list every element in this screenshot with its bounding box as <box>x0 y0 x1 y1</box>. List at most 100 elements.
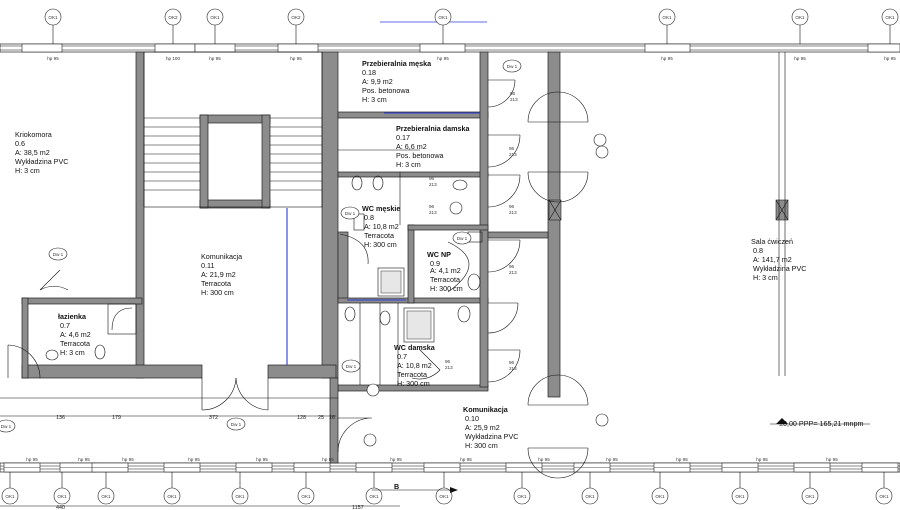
room-name: Kriokomora <box>15 130 52 139</box>
door-width: 96 <box>509 264 515 269</box>
window-tag: OK1 <box>210 15 220 20</box>
sill-height: hp 95 <box>676 457 688 462</box>
sill-height: hp 95 <box>756 457 768 462</box>
room-finish: Pos. betonowa <box>396 151 444 160</box>
door-height: 213 <box>445 365 453 370</box>
window-tag-circle <box>801 487 819 505</box>
window-tag-circle <box>231 487 249 505</box>
window-tag-circle <box>434 8 452 26</box>
window-tag: OK1 <box>735 494 745 499</box>
room-name: Sala ćwiczeń <box>751 237 793 246</box>
room-area: A: 10,8 m2 <box>364 222 399 231</box>
window-tag: OK1 <box>235 494 245 499</box>
svg-text:±0,00 PPP= 165,21 mnpm: ±0,00 PPP= 165,21 mnpm <box>779 419 863 428</box>
blue-markers <box>286 21 487 365</box>
window-tag: OK1 <box>662 15 672 20</box>
room-przebieralnia-damska: Przebieralnia damska 0.17 A: 6,6 m2 Pos.… <box>396 124 471 169</box>
svg-text:B: B <box>394 482 399 491</box>
sill-height: hp 95 <box>538 457 550 462</box>
window-tag: OK1 <box>369 494 379 499</box>
svg-text:1157: 1157 <box>352 505 364 510</box>
window-tag: OK1 <box>57 494 67 499</box>
room-height: H: 300 cm <box>430 284 463 293</box>
window-tag-circle <box>206 8 224 26</box>
room-area: A: 25,9 m2 <box>465 423 500 432</box>
window-tag-circle <box>651 487 669 505</box>
door-ref-circle <box>595 413 609 427</box>
room-height: H: 300 cm <box>465 441 498 450</box>
sill-height: hp 95 <box>209 56 221 61</box>
window-tag: OK1 <box>879 494 889 499</box>
sill-height: hp 95 <box>661 56 673 61</box>
sill-height: hp 95 <box>188 457 200 462</box>
window-tag-circle <box>881 8 899 26</box>
window-tag-circle <box>287 8 305 26</box>
sill-height: hp 95 <box>47 56 59 61</box>
door-tag-circle <box>0 419 16 433</box>
room-height: H: 300 cm <box>364 240 397 249</box>
sill-height: hp 95 <box>390 457 402 462</box>
window-tag: OK2 <box>291 15 301 20</box>
door-tag: Dw 1 <box>345 211 356 216</box>
door-ref-circle <box>595 145 609 159</box>
window-tag-circle <box>297 487 315 505</box>
room-number: 0.6 <box>15 139 25 148</box>
room-area: A: 141,7 m2 <box>753 255 792 264</box>
room-number: 0.8 <box>364 213 374 222</box>
room-finish: Terracota <box>201 279 231 288</box>
sill-height: hp 95 <box>794 56 806 61</box>
svg-text:440: 440 <box>56 505 65 510</box>
svg-text:128: 128 <box>297 415 306 421</box>
window-tag: OK1 <box>5 494 15 499</box>
room-finish: Wykładzina PVC <box>753 264 806 273</box>
sanitary-fixtures <box>45 175 483 361</box>
room-finish: Pos. betonowa <box>362 86 410 95</box>
room-name: Komunikacja <box>201 252 242 261</box>
room-name: WC NP <box>427 250 451 259</box>
svg-text:25: 25 <box>318 415 324 421</box>
window-tag: OK1 <box>438 15 448 20</box>
window-tag: OK1 <box>655 494 665 499</box>
room-name: WC męskie <box>362 204 400 213</box>
svg-text:179: 179 <box>112 415 121 421</box>
door-tag-circle <box>502 59 522 73</box>
room-height: H: 300 cm <box>397 379 430 388</box>
room-area: A: 4,1 m2 <box>430 266 461 275</box>
door-ref-circle <box>366 383 380 397</box>
room-number: 0.9 <box>430 259 440 268</box>
room-lazienka: łazienka 0.7 A: 4,6 m2 Terracota H: 3 cm <box>58 312 91 357</box>
room-height: H: 3 cm <box>396 160 421 169</box>
room-height: H: 3 cm <box>60 348 85 357</box>
door-tag-circle <box>226 417 246 431</box>
sill-height: hp 100 <box>166 56 180 61</box>
door-width: 96 <box>509 146 515 151</box>
window-tag: OK2 <box>168 15 178 20</box>
door-width: 96 <box>509 360 515 365</box>
window-tag: OK1 <box>48 15 58 20</box>
door-height: 213 <box>509 366 517 371</box>
window-tag-circle <box>658 8 676 26</box>
sill-height: hp 95 <box>322 457 334 462</box>
window-tag-circle <box>731 487 749 505</box>
door-tag-circle <box>452 231 472 245</box>
room-area: A: 4,6 m2 <box>60 330 91 339</box>
sill-height: hp 95 <box>460 457 472 462</box>
room-wc-meskie: WC męskie 0.8 A: 10,8 m2 Terracota H: 30… <box>362 204 400 249</box>
room-finish: Terracota <box>60 339 90 348</box>
window-tag-circle <box>163 487 181 505</box>
window-tag: OK1 <box>885 15 895 20</box>
room-sala-cwiczen: Sala ćwiczeń 0.8 A: 141,7 m2 Wykładzina … <box>751 237 806 282</box>
svg-text:136: 136 <box>56 415 65 421</box>
sill-height: hp 95 <box>826 457 838 462</box>
room-finish: Terracota <box>430 275 460 284</box>
bottom-dimensions: 136 179 372 128 25 16 1157 440 <box>0 415 400 510</box>
door-tag: Dw 1 <box>346 364 357 369</box>
room-finish: Terracota <box>364 231 394 240</box>
room-name: Komunikacja <box>463 405 509 414</box>
door-width: 96 <box>429 176 435 181</box>
door-height: 213 <box>509 270 517 275</box>
door-ref-circle <box>593 133 607 147</box>
window-tag-circle <box>164 8 182 26</box>
